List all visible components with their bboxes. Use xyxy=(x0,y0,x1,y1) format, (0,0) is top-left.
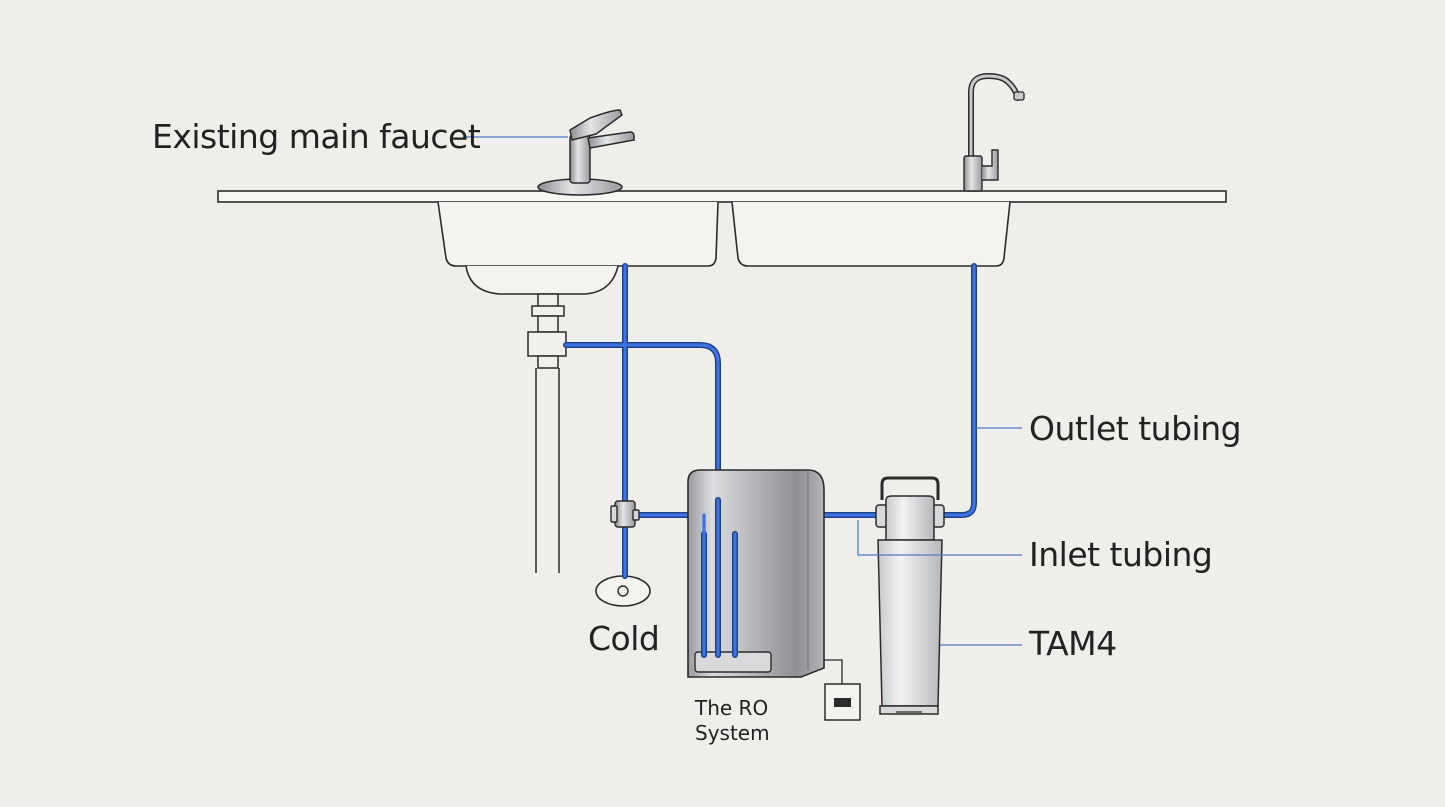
ro-tank xyxy=(687,469,825,678)
label-cold: Cold xyxy=(588,619,660,658)
leader-inlet-tubing xyxy=(857,520,1022,556)
drain-pipe xyxy=(527,293,567,573)
main-faucet xyxy=(537,109,635,196)
cold-water-supply-escutcheon xyxy=(595,575,651,607)
label-outlet-tubing: Outlet tubing xyxy=(1029,409,1242,448)
left-sink-basin xyxy=(437,201,719,295)
right-sink-basin xyxy=(731,201,1011,267)
countertop xyxy=(217,190,1227,203)
label-inlet-tubing: Inlet tubing xyxy=(1029,535,1213,574)
tank-tubing-tops xyxy=(701,497,738,658)
tam4-filter xyxy=(875,476,945,715)
ro-faucet xyxy=(963,72,1025,192)
label-ro-system: The RO System xyxy=(695,696,770,745)
angle-stop-valve xyxy=(610,500,640,528)
leader-lines xyxy=(463,136,1022,646)
electrical-outlet xyxy=(824,659,861,721)
label-tam4: TAM4 xyxy=(1029,624,1117,663)
label-existing-main-faucet: Existing main faucet xyxy=(152,117,481,156)
